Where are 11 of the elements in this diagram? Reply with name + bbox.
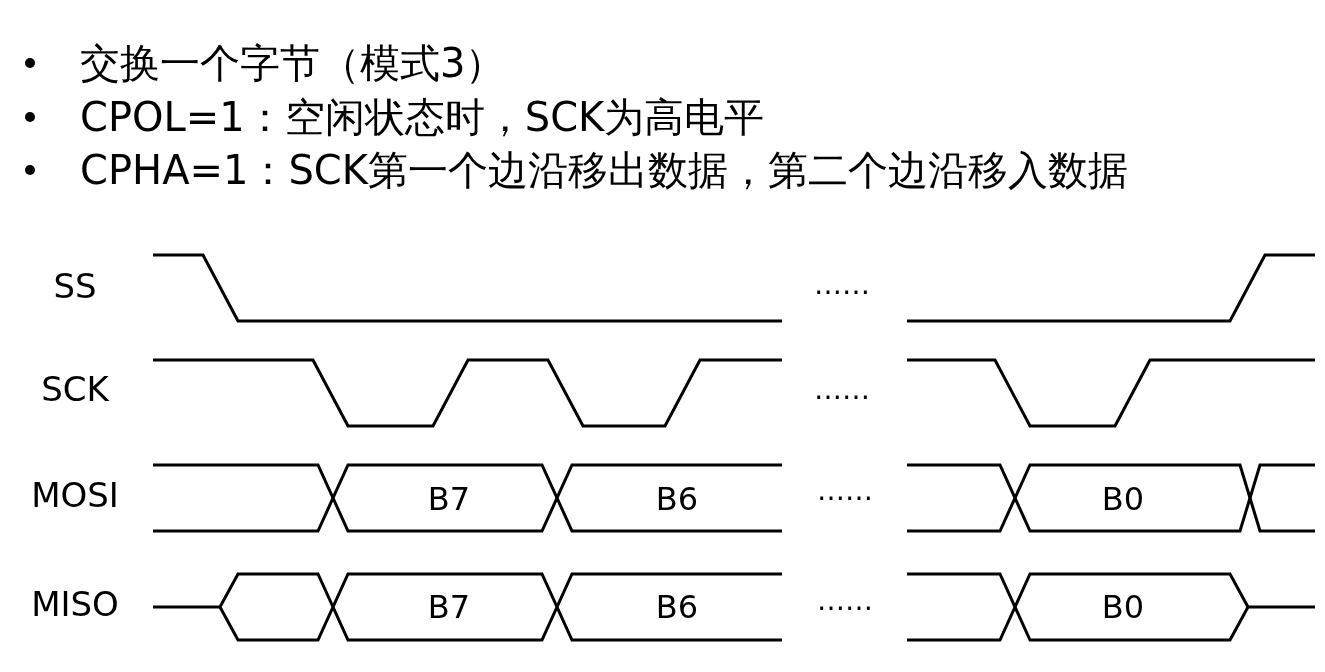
ellipsis: …… [817,475,873,507]
signal-name: SS [53,268,97,306]
bullet-text: CPHA=1：SCK第一个边沿移出数据，第二个边沿移入数据 [80,148,1128,192]
ellipsis: …… [814,269,870,301]
bullet-text: 交换一个字节（模式3） [80,41,506,85]
bullet-text: CPOL=1：空闲状态时，SCK为高电平 [80,95,765,139]
signal-name: MOSI [31,477,119,515]
signal-name: MISO [31,586,119,624]
ellipsis: …… [814,374,870,406]
signal-name: SCK [41,371,109,409]
ellipsis: …… [817,585,873,617]
